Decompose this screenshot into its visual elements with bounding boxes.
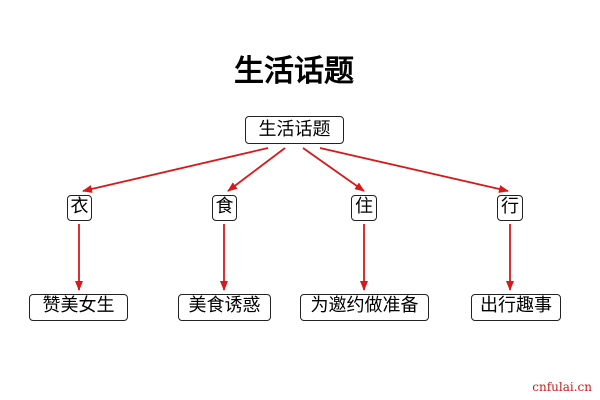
edge-root-to-shi: [227, 147, 286, 192]
topic-node-zhu: 为邀约做准备: [300, 294, 429, 321]
watermark: cnfulai.cn: [532, 380, 592, 394]
category-node-xing: 行: [497, 195, 523, 221]
topic-node-yi: 赞美女生: [29, 294, 128, 321]
diagram-title: 生活话题: [234, 54, 354, 89]
category-node-yi: 衣: [67, 195, 92, 221]
topic-node-shi: 美食诱惑: [178, 294, 271, 321]
category-node-zhu: 住: [351, 195, 377, 221]
edge-root-to-yi: [82, 147, 269, 193]
topic-node-xing: 出行趣事: [471, 294, 561, 321]
category-node-shi: 食: [212, 195, 237, 221]
root-node: 生活话题: [245, 116, 344, 144]
edge-root-to-xing: [319, 147, 509, 193]
edge-root-to-zhu: [302, 147, 365, 192]
